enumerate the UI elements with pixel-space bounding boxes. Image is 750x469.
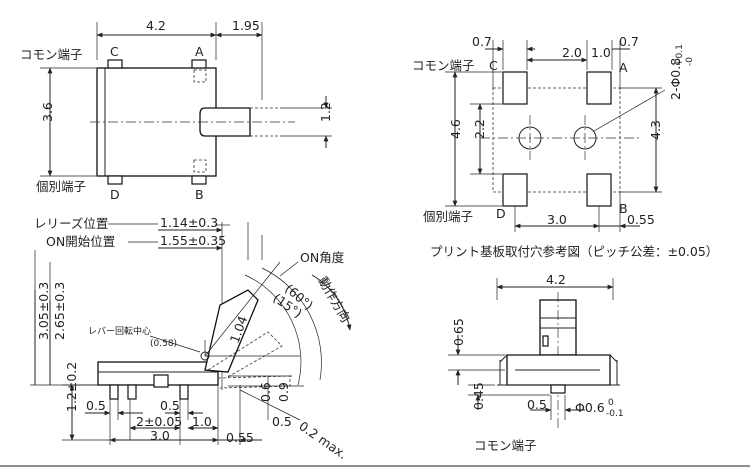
dim-1-0: 1.0 <box>591 45 611 60</box>
dim-2-2: 2.2 <box>472 119 487 139</box>
terminal-d <box>107 175 123 185</box>
dim-1-0-side: 1.0 <box>192 414 212 429</box>
dim-0-6: 0.6 <box>258 382 273 402</box>
front-label-common: コモン端子 <box>474 438 537 453</box>
val-release: 1.14±0.3 <box>160 215 218 230</box>
pin-c-label: C <box>110 44 119 59</box>
pivot-value: (0.58) <box>150 339 177 349</box>
dim-0-5-front: 0.5 <box>527 397 547 412</box>
pcb-pin-b: B <box>619 201 628 216</box>
side-tab <box>153 374 169 388</box>
dim-phi-lower: -0.1 <box>606 409 624 419</box>
dim-0-2-max: 0.2 max. <box>296 418 350 462</box>
dim-0-5-a: 0.5 <box>86 398 106 413</box>
lever <box>204 289 259 373</box>
label-release-position: レリーズ位置 <box>34 216 108 231</box>
terminal-a <box>191 59 207 69</box>
dim-4-2: 4.2 <box>146 18 166 33</box>
dim-0-7-left: 0.7 <box>472 34 492 49</box>
pad-a <box>586 71 612 105</box>
hole-tol-upper: +0.1 <box>675 44 685 66</box>
dim-0-55: 0.55 <box>627 212 655 227</box>
dim-0-9: 0.9 <box>276 382 291 402</box>
side-view: レリーズ位置 ON開始位置 1.14±0.3 1.55±0.35 3.05±0.… <box>30 215 353 462</box>
pin-b-label: B <box>195 187 204 202</box>
label-common-terminal: コモン端子 <box>20 47 83 62</box>
label-individual-terminal: 個別端子 <box>36 179 86 194</box>
pcb-caption: プリント基板取付穴参考図（ピッチ公差：±0.05） <box>430 244 718 259</box>
dim-4-2-front: 4.2 <box>546 272 566 287</box>
dim-1-95: 1.95 <box>232 18 260 33</box>
dim-0-7-right: 0.7 <box>619 34 639 49</box>
dim-3-6: 3.6 <box>40 102 55 122</box>
top-left-view: 4.2 1.95 3.6 1.2 コモン端子 個別端子 C A D <box>20 18 333 202</box>
dim-1-2-height: 1.2±0.2 <box>64 362 79 412</box>
front-view: 4.2 0.65 0.45 0.5 Φ0.6 0 -0.1 <box>448 272 624 453</box>
pad-c <box>502 71 528 105</box>
dim-phi: Φ0.6 <box>575 400 605 415</box>
dim-0-65: 0.65 <box>451 318 466 346</box>
label-on-angle: ON角度 <box>300 250 345 265</box>
dim-4-3: 4.3 <box>648 120 663 140</box>
hole-tol-lower: -0 <box>685 57 695 66</box>
terminal-b <box>191 175 207 185</box>
dim-phi-upper: 0 <box>608 398 614 408</box>
terminal-c <box>107 59 123 69</box>
label-lever-pivot: レバー回転中心 <box>88 325 151 337</box>
dim-4-6: 4.6 <box>448 119 463 139</box>
dim-3-0: 3.0 <box>547 212 567 227</box>
front-pin <box>550 384 566 394</box>
pcb-pin-c: C <box>489 58 498 73</box>
hole-spec: 2-Φ0.8 <box>668 58 683 100</box>
dim-0-55-side: 0.55 <box>226 430 254 445</box>
pcb-label-common: コモン端子 <box>412 58 475 73</box>
pcb-pin-d: D <box>496 206 506 221</box>
dim-0-45: 0.45 <box>471 382 486 410</box>
pin-d-label: D <box>110 187 120 202</box>
side-pin-3 <box>179 384 189 400</box>
val-on-start: 1.55±0.35 <box>160 233 226 248</box>
dim-2-pm: 2±0.05 <box>136 414 182 429</box>
dim-1-2: 1.2 <box>318 102 333 122</box>
dim-2-0: 2.0 <box>562 45 582 60</box>
side-pin-2 <box>127 384 137 400</box>
dim-3-05: 3.05±0.3 <box>36 282 51 340</box>
pad-d <box>502 173 528 207</box>
dim-3-0-side: 3.0 <box>150 428 170 443</box>
pcb-pin-a: A <box>619 60 628 75</box>
pcb-layout-view: 0.7 2.0 1.0 0.7 4.6 2.2 4.3 2- <box>412 34 718 259</box>
label-on-start-position: ON開始位置 <box>46 234 115 249</box>
side-pin-1 <box>109 384 119 400</box>
dim-0-5-c: 0.5 <box>272 414 292 429</box>
pin-a-label: A <box>195 44 204 59</box>
pad-b <box>586 173 612 207</box>
pcb-label-individual: 個別端子 <box>423 209 473 224</box>
dim-0-5-b: 0.5 <box>160 398 180 413</box>
dim-2-65: 2.65±0.3 <box>52 282 67 340</box>
